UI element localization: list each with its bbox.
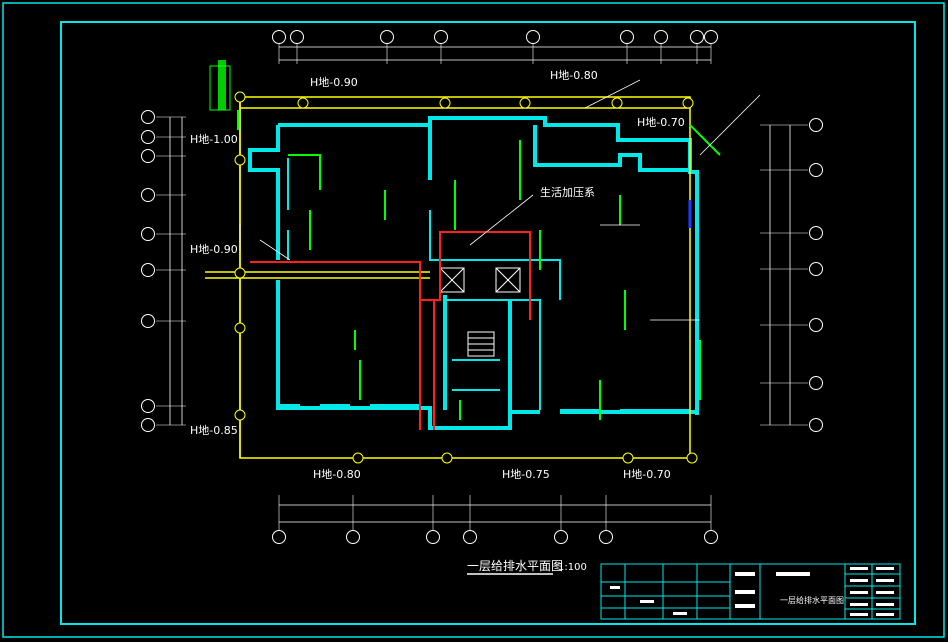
green-pipes [237, 110, 721, 420]
pipe-nodes [234, 91, 698, 464]
axis-bubble-right [809, 226, 823, 240]
dimension-lines [156, 44, 808, 530]
elevation-label: H地-0.80 [550, 69, 598, 82]
elevation-label: H地-1.00 [190, 133, 238, 146]
axis-bubble-left [141, 188, 155, 202]
pipe-node [234, 409, 246, 421]
titleblock-drawing-name: 一层给排水平面图 [780, 595, 844, 605]
axis-bubble-bottom [704, 530, 718, 544]
axis-bubble-right [809, 163, 823, 177]
red-pipes [250, 231, 531, 430]
elevation-label: H地-0.75 [502, 468, 550, 481]
elevation-label: H地-0.70 [637, 116, 685, 129]
axis-bubble-top [704, 30, 718, 44]
pipe-node [519, 97, 531, 109]
axis-bubble-top [690, 30, 704, 44]
axis-bubble-top [654, 30, 668, 44]
axis-bubble-bottom [346, 530, 360, 544]
note-box-fill [218, 60, 226, 110]
axis-bubble-right [809, 376, 823, 390]
pipe-node [297, 97, 309, 109]
title-block [600, 563, 901, 620]
axis-bubble-left [141, 110, 155, 124]
axis-bubble-top [434, 30, 448, 44]
axis-bubble-bottom [463, 530, 477, 544]
inner-frame [60, 21, 916, 625]
pipe-node [622, 452, 634, 464]
elevation-label: H地-0.90 [190, 243, 238, 256]
walls [248, 116, 699, 430]
drawing-scale: 1:100 [558, 562, 587, 573]
axis-bubble-left [141, 399, 155, 413]
axis-bubble-left [141, 418, 155, 432]
axis-bubble-right [809, 262, 823, 276]
axis-bubble-bottom [272, 530, 286, 544]
elevation-label: H地-0.70 [623, 468, 671, 481]
title-block-fills [610, 567, 894, 616]
axis-bubble-top [272, 30, 286, 44]
axis-bubble-top [620, 30, 634, 44]
axis-bubble-left [141, 130, 155, 144]
pipe-node [234, 322, 246, 334]
axis-bubble-right [809, 118, 823, 132]
pipe-node [611, 97, 623, 109]
stair [439, 267, 521, 357]
pipe-node [234, 267, 246, 279]
elevation-label: H地-0.85 [190, 424, 238, 437]
elevation-label: H地-0.90 [310, 76, 358, 89]
axis-bubble-bottom [426, 530, 440, 544]
axis-bubble-top [526, 30, 540, 44]
interior-walls [278, 158, 690, 411]
leader-lines [239, 79, 761, 321]
axis-bubble-bottom [554, 530, 568, 544]
axis-bubble-right [809, 418, 823, 432]
axis-bubble-left [141, 149, 155, 163]
drawing-title: 一层给排水平面图 [467, 559, 563, 573]
axis-bubble-left [141, 227, 155, 241]
axis-bubble-bottom [599, 530, 613, 544]
pipe-node [686, 452, 698, 464]
pipe-node [682, 97, 694, 109]
elevation-label: H地-0.80 [313, 468, 361, 481]
axis-bubble-top [290, 30, 304, 44]
pipe-node [234, 91, 246, 103]
pipe-node [352, 452, 364, 464]
axis-bubble-right [809, 318, 823, 332]
pipe-node [439, 97, 451, 109]
pump-system-label: 生活加压系 [540, 185, 595, 199]
axis-bubbles [141, 30, 823, 544]
pipe-node [441, 452, 453, 464]
axis-bubble-left [141, 314, 155, 328]
axis-bubble-left [141, 263, 155, 277]
axis-bubble-top [380, 30, 394, 44]
pipe-node [234, 154, 246, 166]
